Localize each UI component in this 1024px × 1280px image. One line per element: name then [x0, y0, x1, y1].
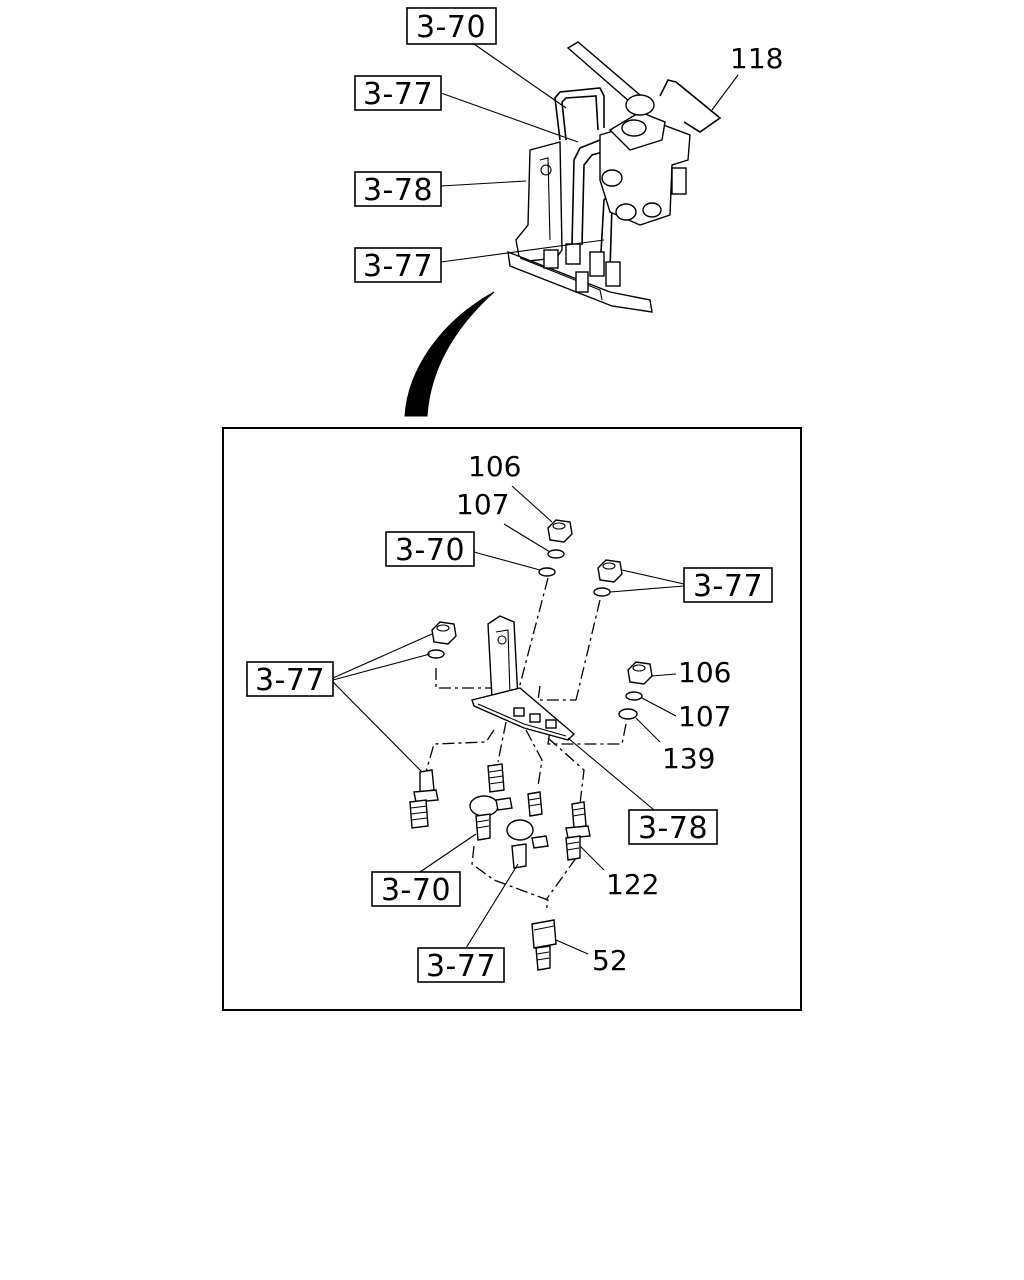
- detail-frame: [222, 427, 802, 1011]
- callout-part-122: 122: [579, 845, 659, 901]
- detail-connector-left: [409, 769, 439, 829]
- label-part-106-top: 106: [468, 450, 521, 483]
- label-part-118: 118: [730, 42, 783, 75]
- detail-washer-3-70: [538, 567, 556, 577]
- label-part-139: 139: [662, 742, 715, 775]
- label-ref-pipe-lower: 3-77: [363, 249, 433, 284]
- label-ref-bracket-detail: 3-78: [638, 811, 708, 846]
- callout-ref-3-77-nut-left: 3-77: [246, 633, 433, 773]
- callout-part-107-top: 107: [456, 488, 551, 553]
- detail-fitting-3-77: [506, 791, 549, 869]
- label-ref-fitting-b: 3-77: [426, 949, 496, 984]
- detail-washer-107-right: [625, 691, 643, 701]
- label-part-52: 52: [592, 944, 628, 977]
- label-ref-bracket-overview: 3-78: [363, 173, 433, 208]
- callout-ref-3-78-detail: 3-78: [567, 737, 718, 846]
- label-ref-nut-right: 3-77: [693, 569, 763, 604]
- callout-part-106-right: 106: [651, 656, 731, 689]
- callout-ref-3-70-washer: 3-70: [385, 531, 541, 571]
- callout-ref-3-77-upper: 3-77: [354, 75, 579, 143]
- label-part-122: 122: [606, 868, 659, 901]
- detail-fitting-3-70: [469, 763, 513, 841]
- detail-exploded-view: 106 107 3-70 3-77 3-77 106 107: [246, 450, 773, 984]
- label-part-107-right: 107: [678, 700, 731, 733]
- callout-ref-3-77-nut-right: 3-77: [609, 567, 773, 604]
- detail-connector-122: [565, 801, 591, 861]
- overview-assembly: 3-70 3-77 3-78 3-77 118: [354, 7, 783, 313]
- label-ref-pipe-upper: 3-77: [363, 77, 433, 112]
- callout-ref-3-70-top: 3-70: [406, 7, 567, 109]
- detail-bracket: [471, 615, 576, 741]
- callout-ref-3-70-fitting: 3-70: [371, 833, 477, 908]
- overview-fittings: [543, 243, 621, 293]
- label-ref-fitting-a: 3-70: [381, 873, 451, 908]
- callout-part-52: 52: [555, 939, 628, 977]
- detail-nut-106-right: [627, 661, 653, 685]
- callout-part-139: 139: [635, 717, 715, 775]
- detail-nut-3-77-left: [427, 621, 457, 659]
- callout-ref-3-77-fitting: 3-77: [417, 863, 519, 984]
- callout-part-107-right: 107: [641, 697, 731, 733]
- label-part-106-right: 106: [678, 656, 731, 689]
- detail-washer-139: [618, 708, 638, 720]
- overview-valve-body: [566, 41, 691, 226]
- detail-alignment-lines: [425, 577, 627, 913]
- detail-nut-3-77-right: [593, 559, 623, 597]
- detail-pointer-arc: [404, 291, 495, 417]
- callout-ref-3-78-overview: 3-78: [354, 171, 527, 208]
- label-part-107-top: 107: [456, 488, 509, 521]
- detail-washer-107-top: [547, 549, 565, 559]
- detail-connector-52: [531, 919, 557, 971]
- label-ref-top: 3-70: [416, 10, 486, 45]
- callout-part-106-top: 106: [468, 450, 553, 523]
- label-ref-nut-left: 3-77: [255, 663, 325, 698]
- detail-nut-106-top: [547, 519, 573, 543]
- callout-part-118: 118: [711, 42, 783, 111]
- label-ref-washer-left: 3-70: [395, 533, 465, 568]
- callout-ref-3-77-lower: 3-77: [354, 239, 605, 284]
